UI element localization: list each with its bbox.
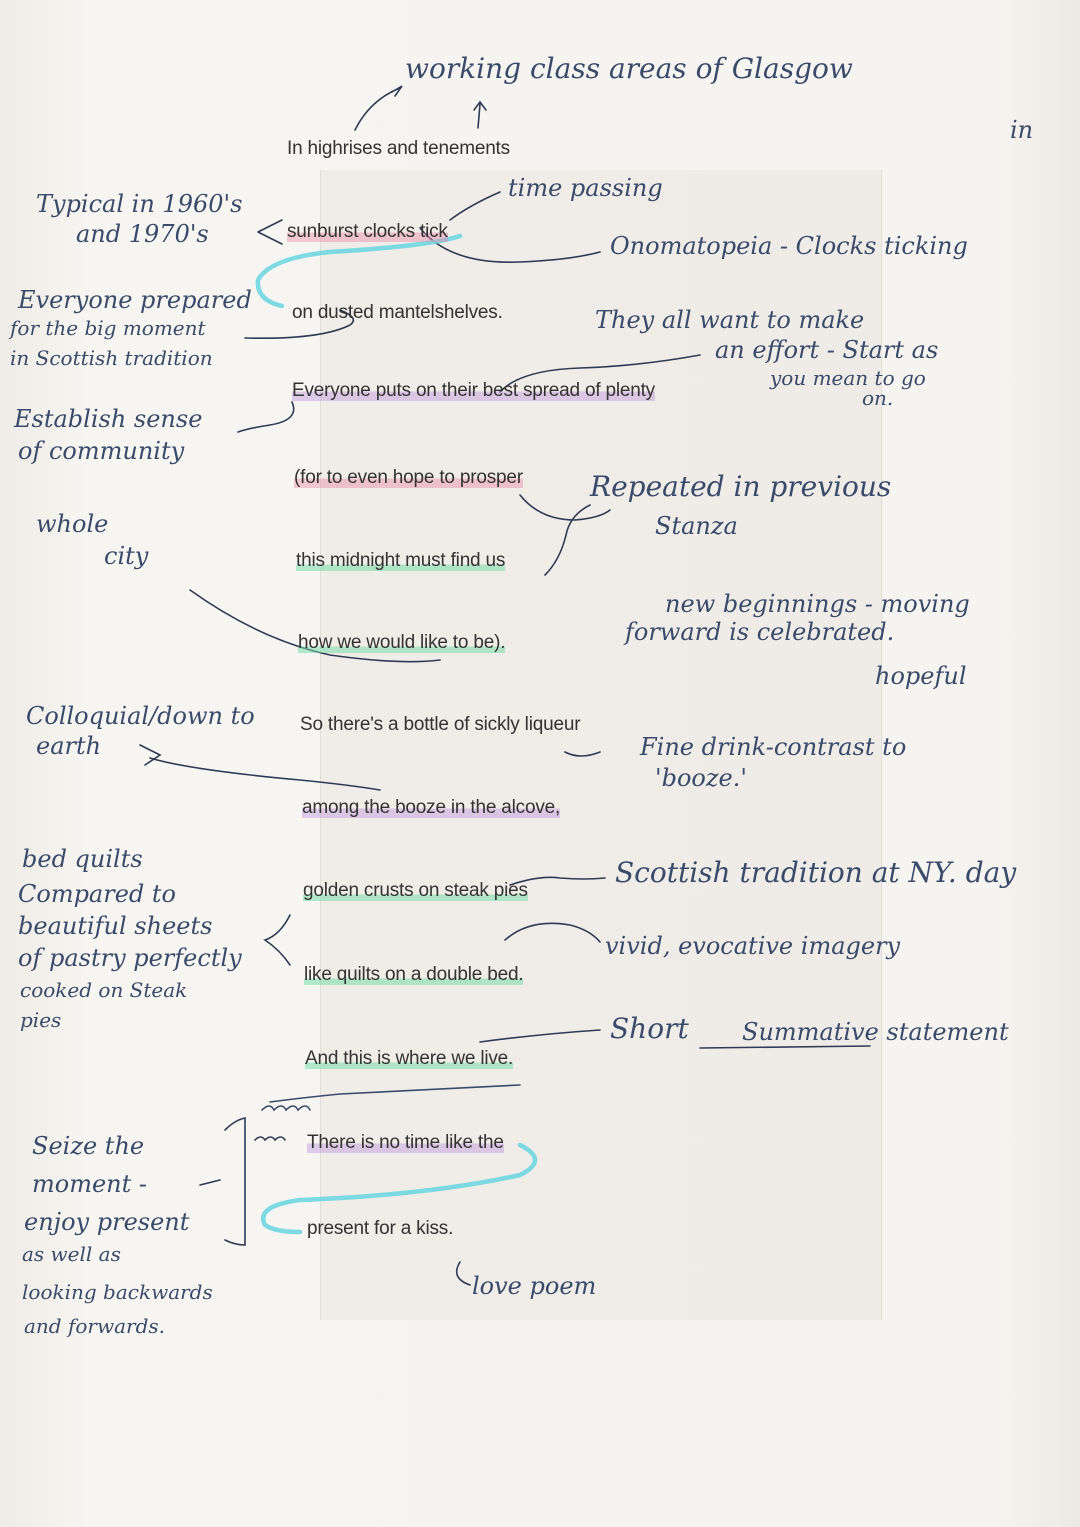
poem-line-7: how we would like to be). (298, 632, 505, 654)
note-seize-3: enjoy present (24, 1208, 190, 1236)
note-vivid: vivid, evocative imagery (605, 932, 901, 960)
note-new-1: new beginnings - moving (665, 590, 970, 618)
poem-line-13: There is no time like the (307, 1132, 504, 1154)
poem-line-3: on dusted mantelshelves. (292, 302, 503, 323)
poem-line-4: Everyone puts on their best spread of pl… (292, 380, 655, 402)
note-bed-3: beautiful sheets (18, 912, 213, 940)
printed-poem-background (320, 170, 882, 1320)
note-seize-2: moment - (32, 1170, 148, 1198)
note-bed-6: pies (20, 1008, 62, 1032)
note-bed-5: cooked on Steak (20, 978, 188, 1002)
note-repeated-2: Stanza (655, 512, 738, 540)
note-repeated-1: Repeated in previous (590, 470, 892, 503)
note-they-4: on. (862, 386, 894, 410)
poem-line-11: like quilts on a double bed. (304, 964, 524, 986)
poem-line-6-text: this midnight must find us (296, 550, 506, 571)
poem-line-8: So there's a bottle of sickly liqueur (300, 714, 581, 735)
note-typical-2: and 1970's (76, 220, 209, 248)
note-seize-1: Seize the (32, 1132, 145, 1160)
note-city: city (104, 542, 149, 570)
poem-line-10-text: golden crusts on steak pies (303, 880, 528, 901)
note-hopeful: hopeful (875, 662, 967, 690)
note-working-class: working class areas of Glasgow (405, 52, 853, 85)
note-everyone-2: for the big moment (10, 316, 206, 340)
note-colloquial-2: earth (36, 732, 102, 760)
note-fine-drink-1: Fine drink-contrast to (640, 733, 907, 761)
poem-line-5: (for to even hope to prosper (294, 467, 523, 489)
poem-line-7-text: how we would like to be). (298, 632, 506, 653)
note-bed-1: bed quilts (22, 845, 143, 873)
poem-line-9-text: among the booze in the alcove, (302, 797, 561, 818)
note-establish-1: Establish sense (14, 405, 203, 433)
note-summative: Summative statement (742, 1018, 1009, 1046)
note-they-2: an effort - Start as (715, 336, 939, 364)
poem-line-5-text: (for to even hope to prosper (294, 467, 523, 488)
note-seize-4: as well as (22, 1242, 121, 1266)
poem-line-11-text: like quilts on a double bed. (304, 964, 524, 985)
poem-line-12-text: And this is where we live. (305, 1048, 514, 1069)
note-onomatopoeia: Onomatopeia - Clocks ticking (610, 232, 968, 260)
note-typical-1: Typical in 1960's (36, 190, 243, 218)
note-top-right: in (1010, 116, 1034, 144)
note-bed-2: Compared to (18, 880, 177, 908)
note-everyone-3: in Scottish tradition (10, 346, 213, 370)
note-establish-2: of community (18, 437, 185, 465)
poem-line-4-text: Everyone puts on their best spread of pl… (292, 380, 655, 401)
note-seize-5: looking backwards (22, 1280, 213, 1304)
note-new-2: forward is celebrated. (625, 618, 895, 646)
note-fine-drink-2: 'booze.' (655, 764, 747, 792)
poem-line-13-text: There is no time like the (307, 1132, 504, 1153)
note-love-poem: love poem (472, 1272, 597, 1300)
note-they-3: you mean to go (770, 366, 926, 390)
note-time-passing: time passing (508, 174, 663, 202)
poem-line-6: this midnight must find us (296, 550, 505, 572)
poem-line-12: And this is where we live. (305, 1048, 513, 1070)
note-everyone-1: Everyone prepared (18, 286, 252, 314)
note-they-1: They all want to make (595, 306, 865, 334)
poem-line-2-text: sunburst clocks tick (287, 221, 448, 242)
note-seize-6: and forwards. (24, 1314, 165, 1338)
note-bed-4: of pastry perfectly (18, 944, 242, 972)
note-scottish-ny: Scottish tradition at NY. day (615, 856, 1017, 889)
poem-line-10: golden crusts on steak pies (303, 880, 528, 902)
poem-line-1: In highrises and tenements (287, 138, 510, 159)
note-colloquial-1: Colloquial/down to (26, 702, 255, 730)
poem-line-9: among the booze in the alcove, (302, 797, 560, 819)
note-whole: whole (36, 510, 109, 538)
poem-line-2: sunburst clocks tick (287, 221, 448, 243)
note-short: Short (610, 1012, 689, 1045)
poem-line-14: present for a kiss. (307, 1218, 454, 1239)
